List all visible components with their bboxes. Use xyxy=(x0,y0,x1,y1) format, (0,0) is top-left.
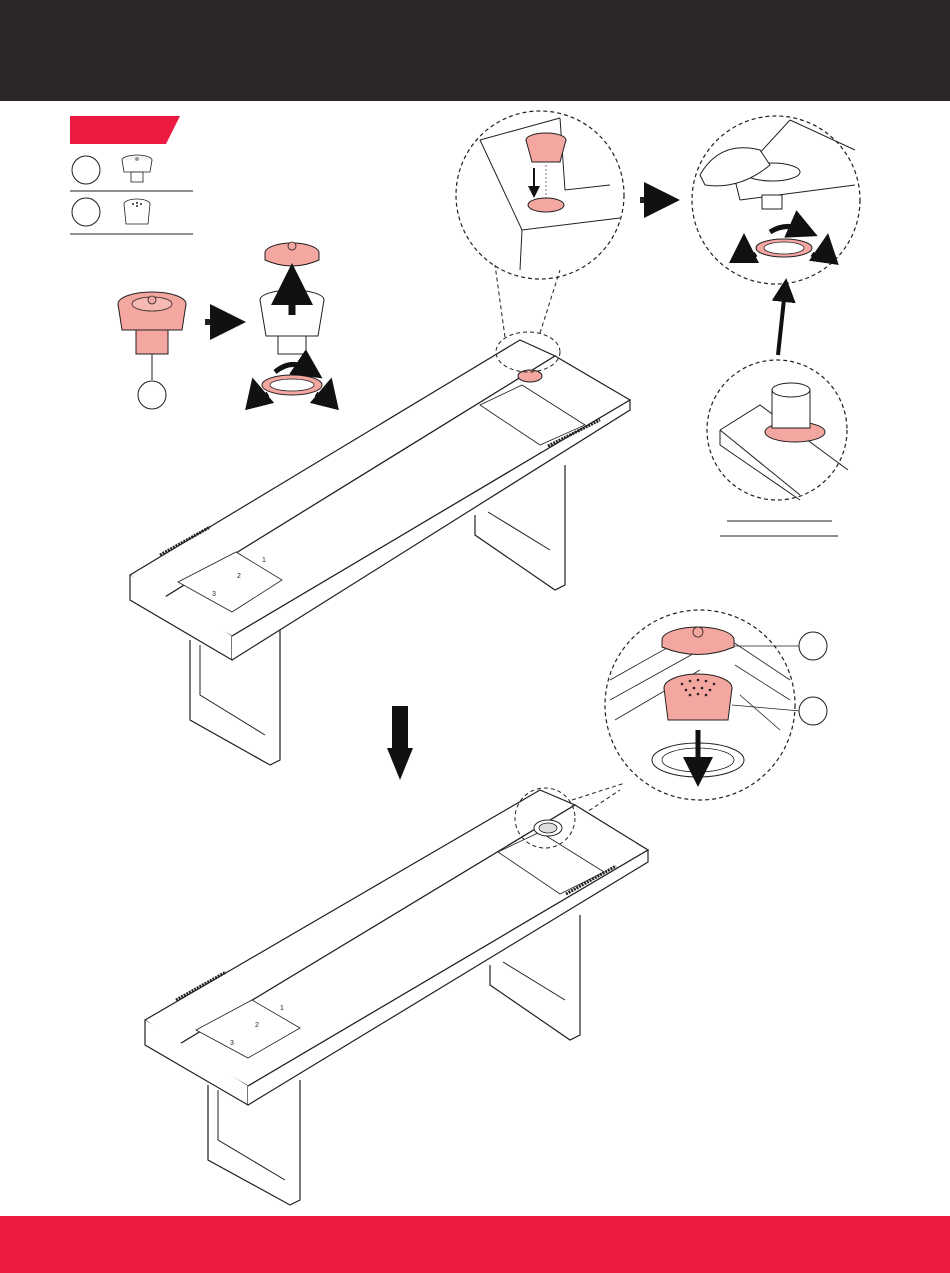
detail-circle-insert xyxy=(456,111,624,279)
lane-mark-1: 1 xyxy=(262,557,266,564)
detail-circle-basket xyxy=(605,610,800,800)
shuffleboard-table-top: 3 2 1 xyxy=(130,265,630,765)
parts-list xyxy=(70,155,193,234)
callout-lid xyxy=(799,632,827,660)
shuffleboard-table-bottom: 3 2 1 xyxy=(145,788,648,1205)
parts-list-item-1 xyxy=(72,155,152,184)
lane-mark-2: 2 xyxy=(237,573,241,580)
footer-bar xyxy=(0,1216,950,1273)
callout-strainer xyxy=(138,381,166,409)
detail-circle-tighten xyxy=(692,116,860,284)
drain-strainer-assembly-icon xyxy=(122,155,152,182)
arrow-down xyxy=(387,748,413,780)
lane-mark-2b: 2 xyxy=(255,1022,259,1029)
lane-mark-3: 3 xyxy=(212,591,216,598)
drain-assembly-highlighted xyxy=(118,292,186,354)
arrow-up xyxy=(778,290,785,355)
callout-basket xyxy=(799,697,827,725)
parts-list-item-2 xyxy=(72,198,150,226)
detail-circle-installed xyxy=(707,360,848,500)
lane-mark-1b: 1 xyxy=(280,1005,284,1012)
strainer-basket-icon xyxy=(124,199,150,224)
exploded-drain xyxy=(256,242,328,397)
lane-mark-3b: 3 xyxy=(230,1040,234,1047)
